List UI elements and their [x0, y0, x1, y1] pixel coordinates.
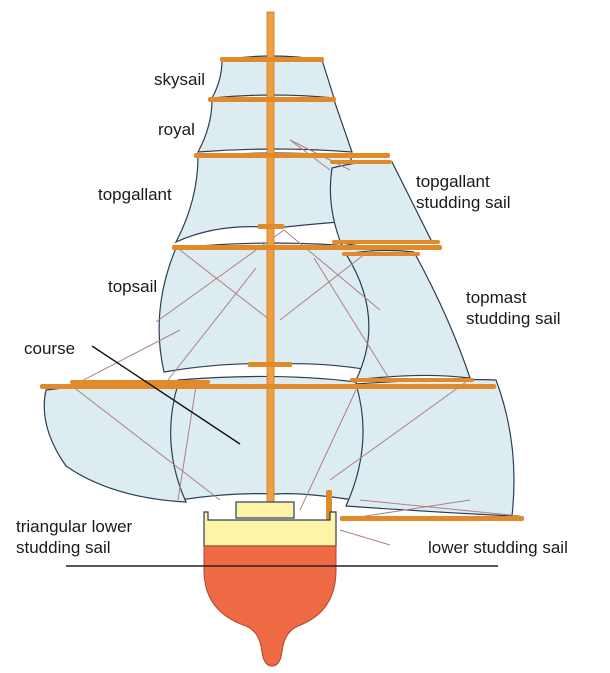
topgallant-studding-boom: [330, 160, 392, 164]
label-course: course: [24, 338, 75, 359]
trestle-top: [258, 224, 284, 229]
lower-studding-boom: [340, 516, 524, 521]
lower-yard-right-boom: [350, 378, 474, 382]
label-skysail: skysail: [154, 69, 205, 90]
lower-top: [248, 362, 292, 367]
course-yard: [40, 384, 496, 389]
deck-house: [236, 502, 294, 518]
royal-sail: [198, 98, 352, 153]
topgallant-yard: [194, 153, 390, 158]
topmast-studding-yard: [342, 252, 420, 256]
label-lower-studding-sail: lower studding sail: [428, 537, 568, 558]
label-triangular-lower-studding-sail: triangular lower studding sail: [16, 516, 132, 558]
lower-yard-left-boom: [70, 380, 210, 384]
skysail-yard: [220, 57, 324, 62]
royal-yard: [208, 97, 336, 102]
mast: [267, 12, 274, 512]
label-topsail: topsail: [108, 276, 157, 297]
topmast-studding-boom: [332, 240, 440, 244]
topsail-yard: [172, 245, 442, 250]
label-royal: royal: [158, 119, 195, 140]
hull-lower: [204, 546, 336, 666]
label-topgallant: topgallant: [98, 184, 172, 205]
lower-left-studding-sail: [44, 384, 186, 502]
label-topmast-studding-sail: topmast studding sail: [466, 287, 561, 329]
hull: [204, 502, 336, 666]
label-topgallant-studding-sail: topgallant studding sail: [416, 171, 511, 213]
lower-right-studding-sail: [346, 380, 514, 517]
